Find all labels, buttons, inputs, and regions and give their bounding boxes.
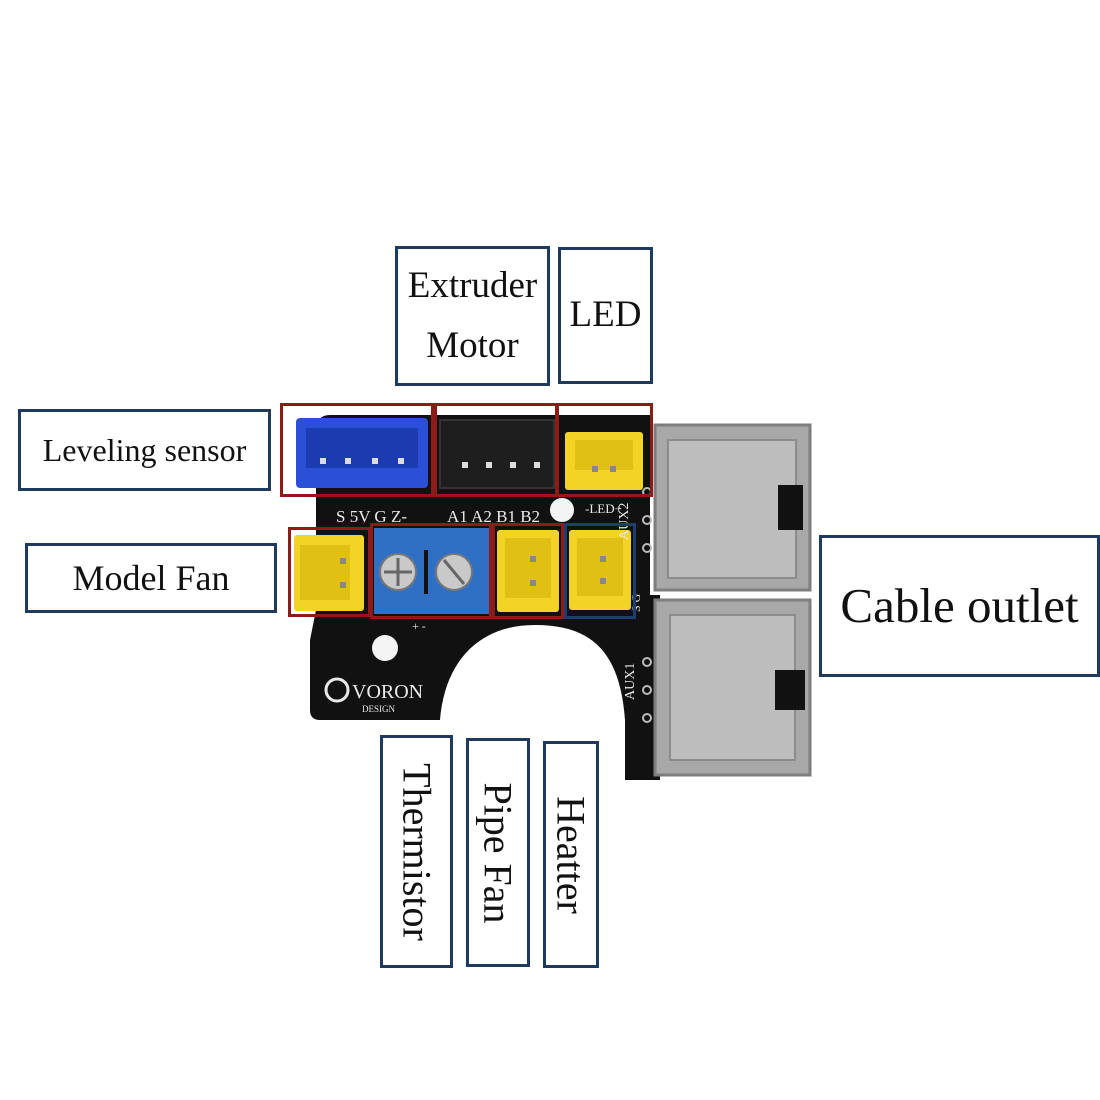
aux1-label: AUX1	[623, 663, 638, 700]
led-polarity-label: -LED+	[585, 501, 622, 516]
mounting-hole	[550, 498, 574, 522]
thermistor-label-text: Thermistor	[394, 762, 439, 941]
leveling-sensor-highlight	[280, 403, 434, 497]
sensor-pin-labels: S 5V G Z-	[336, 507, 407, 526]
heater-highlight	[564, 523, 636, 619]
model-fan-label-text: Model Fan	[72, 557, 230, 598]
led-highlight	[556, 403, 653, 497]
mounting-hole	[372, 635, 398, 661]
voron-logo-subtext: DESIGN	[362, 704, 395, 714]
motor-pin-labels: A1 A2 B1 B2	[447, 507, 540, 526]
thermistor-label: Thermistor	[380, 735, 453, 968]
voron-logo-text: VORON	[352, 681, 423, 703]
extruder-motor-highlight	[434, 403, 558, 497]
extruder-motor-label: Extruder Motor	[395, 246, 550, 386]
led-label-text: LED	[569, 294, 642, 336]
pipe-fan-label-text: Pipe Fan	[475, 781, 521, 924]
extruder-motor-connector	[439, 419, 555, 489]
pipe-fan-highlight	[492, 523, 564, 619]
aux2-label: AUX2	[617, 503, 632, 540]
voron-logo-icon	[324, 677, 350, 703]
led-label: LED	[558, 247, 653, 384]
thermistor-highlight	[370, 523, 492, 619]
heater-label-text: Heatter	[548, 795, 594, 914]
cable-outlet-label: Cable outlet	[819, 535, 1100, 677]
fan-pin-labels: S G	[629, 593, 643, 612]
heater-label: Heatter	[543, 741, 599, 968]
model-fan-highlight	[288, 527, 371, 617]
leveling-sensor-label: Leveling sensor	[18, 409, 271, 491]
extruder-motor-label-line1: Extruder	[407, 264, 538, 306]
model-fan-label: Model Fan	[25, 543, 277, 613]
extruder-motor-label-line2: Motor	[426, 325, 519, 366]
heater-polarity-label: + -	[412, 619, 426, 633]
cable-outlet-label-text: Cable outlet	[840, 578, 1079, 634]
leveling-sensor-label-text: Leveling sensor	[42, 432, 247, 468]
pipe-fan-label: Pipe Fan	[466, 738, 530, 967]
